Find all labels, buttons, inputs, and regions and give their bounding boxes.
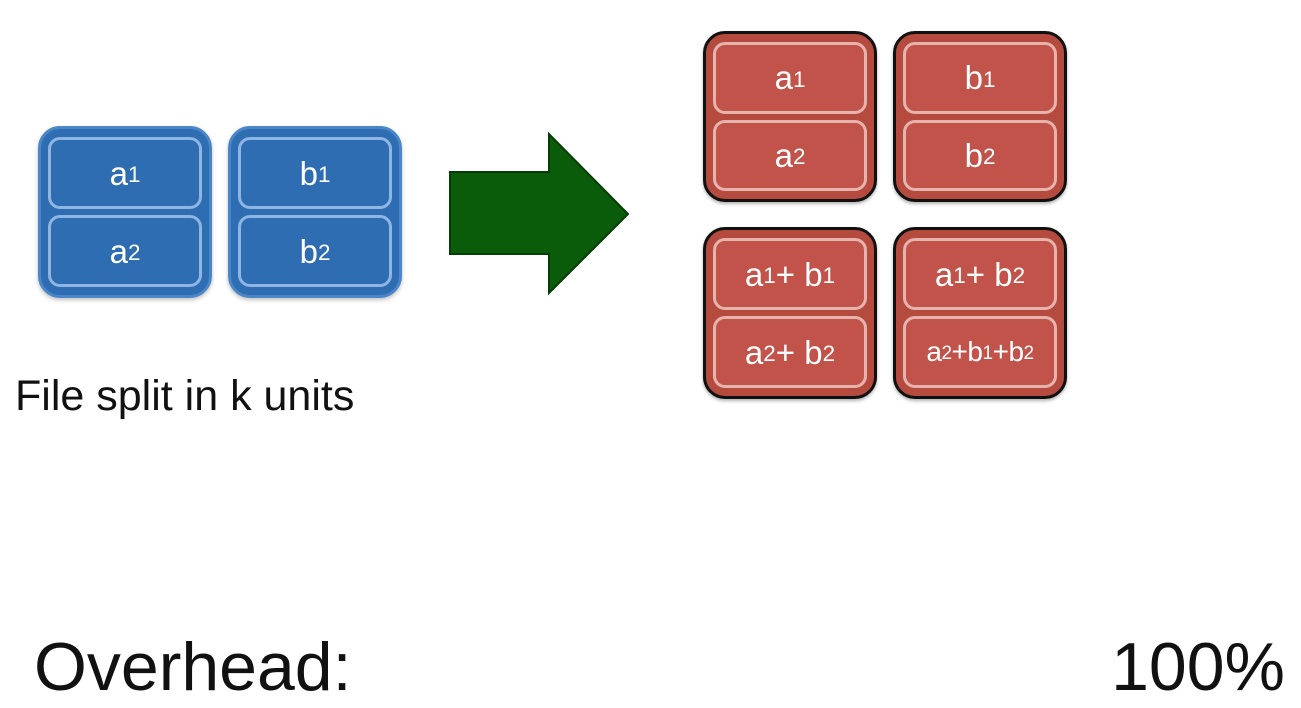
right-arrow-icon [449,131,630,296]
arrow-shape [449,131,630,296]
caption: File split in k units [15,372,355,420]
overhead-label: Overhead: [34,629,352,705]
overhead-value: 100% [1111,629,1285,705]
